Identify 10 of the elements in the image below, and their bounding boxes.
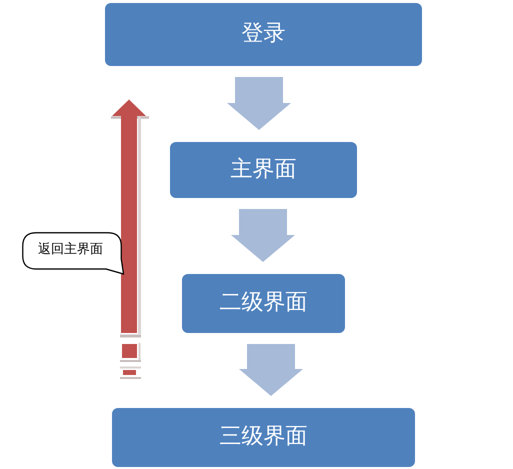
callout-bubble — [22, 232, 124, 275]
box-label: 二级界面 — [220, 290, 308, 317]
process-box — [182, 274, 345, 333]
box-label: 登录 — [242, 21, 286, 48]
box-label: 三级界面 — [220, 424, 308, 451]
process-box — [105, 3, 422, 66]
callout-text: 返回主界面 — [38, 242, 103, 258]
process-box — [112, 408, 415, 467]
process-box — [170, 142, 357, 198]
box-label: 主界面 — [230, 156, 296, 184]
